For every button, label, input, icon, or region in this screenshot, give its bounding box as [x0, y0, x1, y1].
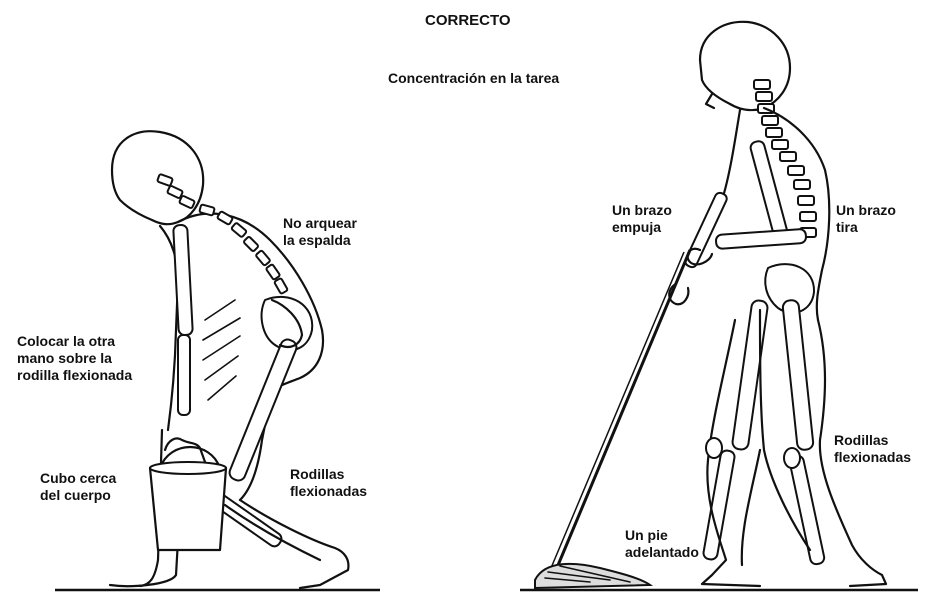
- label-push-line2: empuja: [612, 219, 672, 236]
- label-bucket-line1: Cubo cerca: [40, 470, 116, 487]
- label-knees-left: Rodillas flexionadas: [290, 466, 367, 500]
- subtitle-text: Concentración en la tarea: [388, 70, 559, 87]
- page-title: CORRECTO: [425, 12, 511, 29]
- label-foot-line1: Un pie: [625, 527, 699, 544]
- mop-handle: [556, 250, 690, 570]
- label-hand-line2: mano sobre la: [17, 350, 132, 367]
- right-figure: [535, 22, 886, 588]
- label-hand-line1: Colocar la otra: [17, 333, 132, 350]
- label-back-line2: la espalda: [283, 232, 357, 249]
- left-figure: [110, 131, 348, 588]
- label-push-line1: Un brazo: [612, 202, 672, 219]
- label-pull: Un brazo tira: [836, 202, 896, 236]
- label-foot-line2: adelantado: [625, 544, 699, 561]
- subtitle: Concentración en la tarea: [388, 70, 559, 87]
- label-knees-right: Rodillas flexionadas: [834, 432, 911, 466]
- label-back-line1: No arquear: [283, 215, 357, 232]
- label-knees-left-line1: Rodillas: [290, 466, 367, 483]
- label-bucket-line2: del cuerpo: [40, 487, 116, 504]
- right-head: [700, 22, 790, 110]
- mop-head: [535, 564, 650, 588]
- label-pull-line2: tira: [836, 219, 896, 236]
- label-knees-right-line2: flexionadas: [834, 449, 911, 466]
- label-foot: Un pie adelantado: [625, 527, 699, 561]
- label-pull-line1: Un brazo: [836, 202, 896, 219]
- label-push: Un brazo empuja: [612, 202, 672, 236]
- label-knees-left-line2: flexionadas: [290, 483, 367, 500]
- label-knees-right-line1: Rodillas: [834, 432, 911, 449]
- page-title-text: CORRECTO: [425, 12, 511, 29]
- label-back: No arquear la espalda: [283, 215, 357, 249]
- label-hand: Colocar la otra mano sobre la rodilla fl…: [17, 333, 132, 384]
- label-bucket: Cubo cerca del cuerpo: [40, 470, 116, 504]
- label-hand-line3: rodilla flexionada: [17, 367, 132, 384]
